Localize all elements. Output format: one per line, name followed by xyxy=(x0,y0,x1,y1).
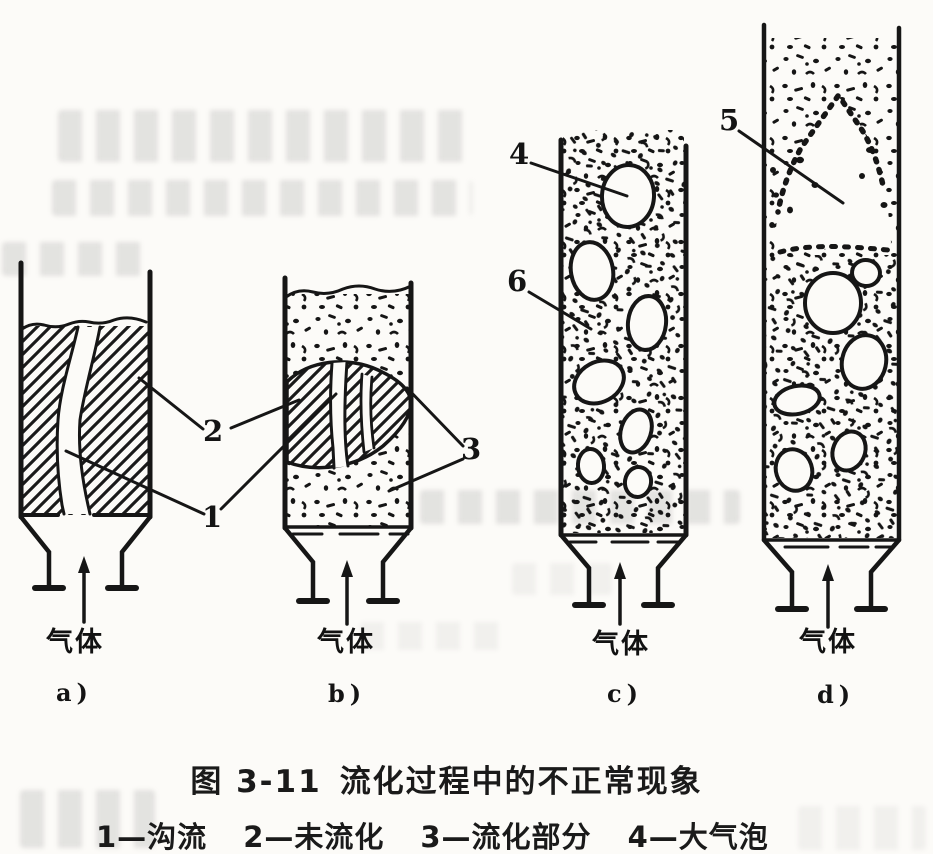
bed-surface xyxy=(20,316,148,331)
column-a-channeling xyxy=(18,260,153,624)
bed-surface xyxy=(284,284,413,299)
gas-label-b: 气体 xyxy=(317,627,375,658)
callout-2: 2 xyxy=(203,414,224,448)
bleed-through-smudge xyxy=(360,622,510,650)
callout-6: 6 xyxy=(507,264,528,298)
bleed-through-smudge xyxy=(798,806,926,850)
cone-bottom xyxy=(18,514,153,588)
leader-2-to-a-bed xyxy=(137,376,205,431)
gas-slug-void xyxy=(775,96,891,254)
panel-label-b: b) xyxy=(328,679,367,708)
arrow-head xyxy=(78,556,90,573)
bleed-through-smudge xyxy=(20,790,155,848)
callout-5: 5 xyxy=(719,103,740,137)
caption-title: 流化过程中的不正常现象 xyxy=(339,764,703,800)
panel-label-c: c) xyxy=(607,679,643,708)
legend-item-3: 3—流化部分 xyxy=(420,820,592,854)
legend-item-1: 1—沟流 xyxy=(96,820,208,854)
panel-label-a: a) xyxy=(56,678,93,707)
slug-boundary xyxy=(775,93,841,215)
arrow-head xyxy=(341,560,353,577)
column-d-slugging xyxy=(761,22,902,629)
figure-caption: 图 3-11 流化过程中的不正常现象 xyxy=(0,756,933,801)
leader-5-to-slug xyxy=(737,129,845,205)
slug-boundary xyxy=(840,99,887,193)
cone-bottom xyxy=(558,532,689,605)
gas-label-d: 气体 xyxy=(799,627,857,658)
leader-1-to-a-channel xyxy=(64,449,206,516)
slug-boundary xyxy=(777,244,891,255)
stipple-clumps xyxy=(769,147,888,228)
column-b-partial-fluidization xyxy=(282,275,414,626)
gas-label-a: 气体 xyxy=(46,627,104,658)
gas-label-c: 气体 xyxy=(592,629,650,660)
arrow-head xyxy=(614,562,626,579)
large-bubbles xyxy=(568,163,669,499)
caption-number: 图 3-11 xyxy=(190,764,322,800)
panel-label-d: d) xyxy=(817,680,856,709)
bleed-through-smudge xyxy=(512,563,612,595)
leader-2-to-b-lens xyxy=(229,398,301,430)
callout-4: 4 xyxy=(509,137,530,171)
legend-item-2: 2—未流化 xyxy=(243,820,385,854)
leader-4-to-bubble xyxy=(529,161,629,198)
bleed-through-smudge xyxy=(52,180,472,216)
bleed-through-smudge xyxy=(58,110,473,162)
callout-leader-lines xyxy=(64,129,845,516)
large-bubbles xyxy=(772,257,889,493)
bleed-through-smudge xyxy=(2,242,142,276)
leader-6-to-emulsion xyxy=(527,290,593,331)
leader-3-to-b-lower xyxy=(387,457,465,493)
arrow-head xyxy=(822,564,834,581)
legend-item-4: 4—大气泡 xyxy=(627,820,769,854)
gas-channel xyxy=(330,362,348,468)
callout-3: 3 xyxy=(461,432,482,466)
callout-1: 1 xyxy=(202,500,223,534)
cone-bottom xyxy=(761,537,902,609)
cone-bottom xyxy=(282,525,414,601)
leader-1-to-b-channel xyxy=(219,392,338,511)
leader-3-to-b-upper xyxy=(405,386,465,448)
figure-legend: 1—沟流 2—未流化 3—流化部分 4—大气泡 xyxy=(96,814,769,854)
column-c-bubbling xyxy=(558,130,689,626)
